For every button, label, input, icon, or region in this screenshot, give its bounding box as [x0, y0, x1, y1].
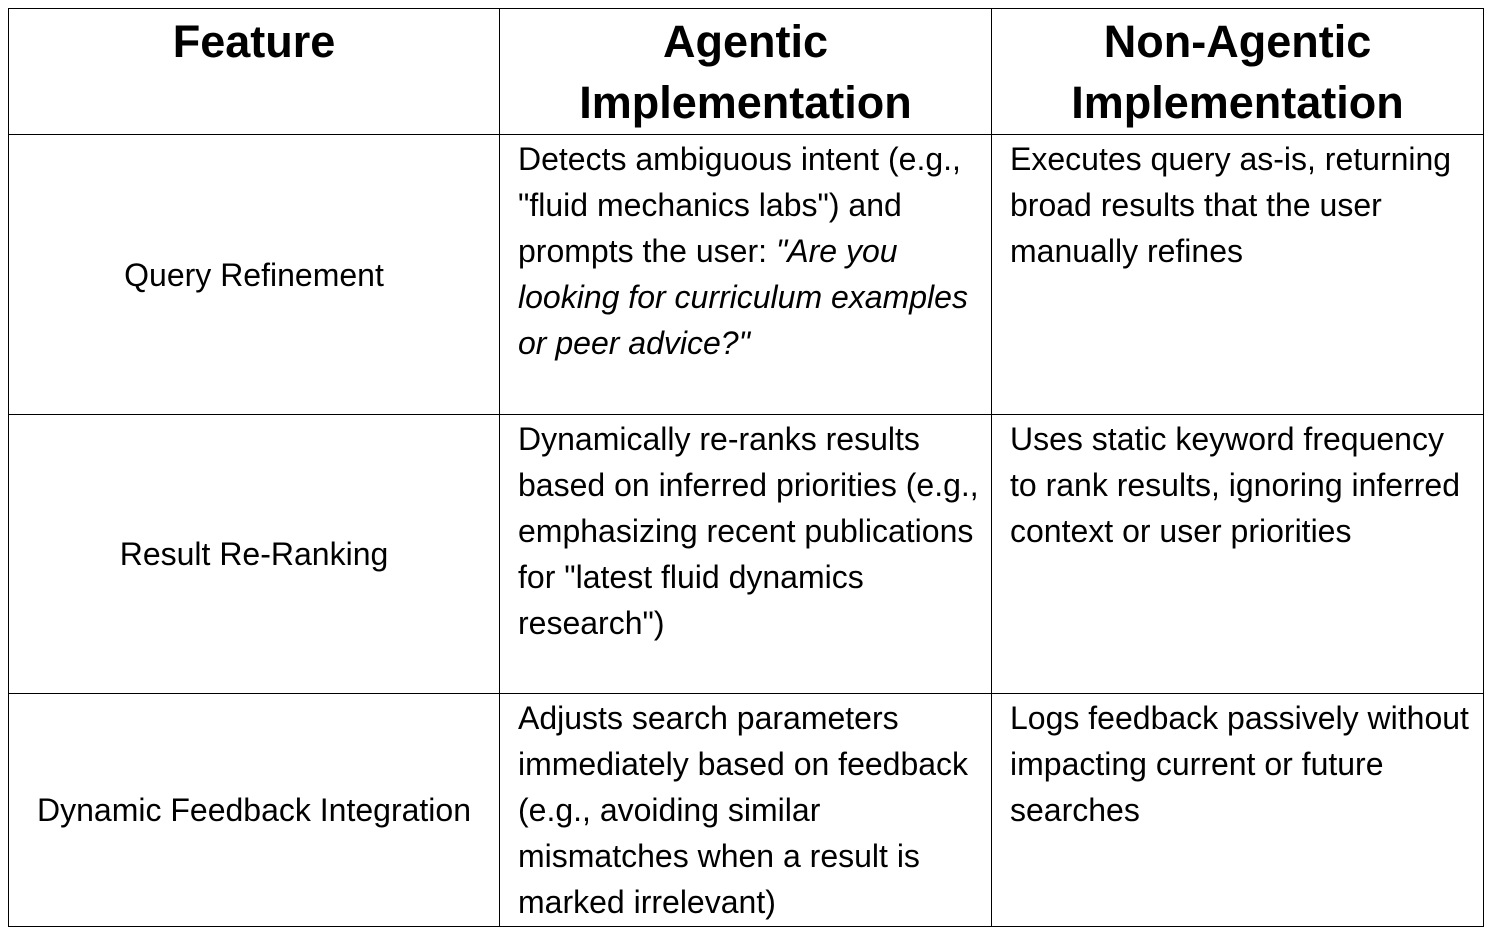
table-row: Result Re-Ranking Dynamically re-ranks r… — [8, 414, 1484, 694]
non-agentic-cell: Logs feedback passively without impactin… — [991, 693, 1484, 927]
table-row: Dynamic Feedback Integration Adjusts sea… — [8, 693, 1484, 927]
header-non-agentic-implementation: Non-Agentic Implementation — [991, 8, 1484, 135]
header-row: Feature Agentic Implementation Non-Agent… — [8, 8, 1484, 135]
feature-cell: Query Refinement — [8, 134, 500, 415]
agentic-example-prompt: "Are you looking for curriculum examples… — [518, 233, 968, 361]
header-agentic-implementation: Agentic Implementation — [499, 8, 992, 135]
non-agentic-cell: Uses static keyword frequency to rank re… — [991, 414, 1484, 694]
agentic-cell: Dynamically re-ranks results based on in… — [499, 414, 992, 694]
agentic-text: Dynamically re-ranks results based on in… — [518, 421, 979, 641]
feature-cell: Result Re-Ranking — [8, 414, 500, 694]
comparison-table: Feature Agentic Implementation Non-Agent… — [8, 8, 1484, 927]
agentic-text: Detects ambiguous intent (e.g., "fluid m… — [518, 141, 961, 269]
agentic-cell: Adjusts search parameters immediately ba… — [499, 693, 992, 927]
agentic-cell: Detects ambiguous intent (e.g., "fluid m… — [499, 134, 992, 415]
agentic-text: Adjusts search parameters immediately ba… — [518, 700, 969, 920]
table-row: Query Refinement Detects ambiguous inten… — [8, 134, 1484, 415]
header-feature: Feature — [8, 8, 500, 135]
feature-cell: Dynamic Feedback Integration — [8, 693, 500, 927]
non-agentic-cell: Executes query as-is, returning broad re… — [991, 134, 1484, 415]
comparison-table-container: Feature Agentic Implementation Non-Agent… — [8, 8, 1484, 927]
